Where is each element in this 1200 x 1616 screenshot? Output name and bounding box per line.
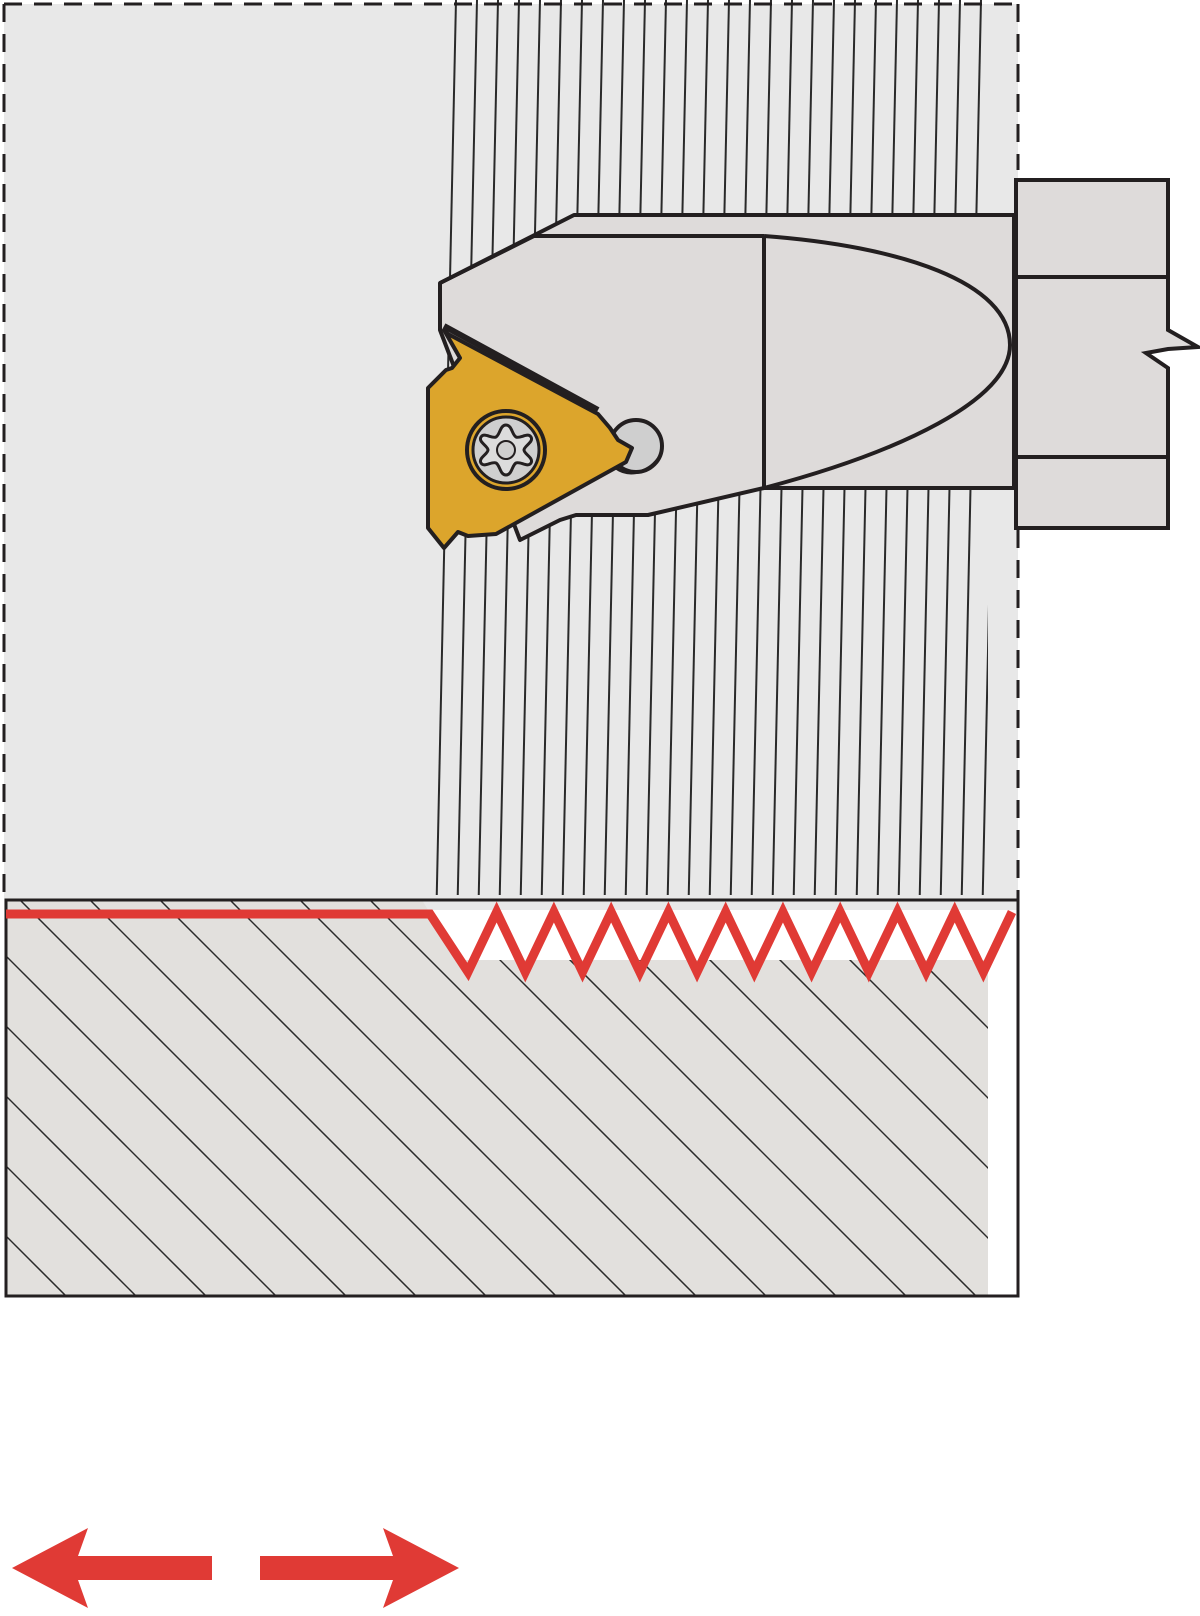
wall-hatch-line [19,900,441,1296]
wall-hatch-line [299,900,721,1296]
wall-hatch-line [439,900,861,1296]
wall-hatch-line [89,900,511,1296]
torx-screw-icon [465,409,547,491]
wall-hatch-line [1070,900,1200,1320]
arrow-left [12,1528,212,1608]
wall-hatch-line [649,900,988,1296]
double-arrow-icon [12,1528,459,1608]
wall-hatch-line [369,900,791,1296]
thread-profile-line [6,901,1017,983]
wall-hatch-line [1140,900,1200,1320]
wall-hatch-line [719,900,988,1296]
wall-hatch-line [6,900,231,1296]
wall-hatch-line [159,900,581,1296]
wall-hatch-line [6,900,371,1296]
wall-hatch-line [229,900,651,1296]
tool-clamp [1014,178,1200,530]
wall-hatch-line [1000,900,1200,1320]
wall-hatch-line [6,900,301,1296]
wall-hatch-line [579,900,988,1296]
workpiece-wall [4,898,1200,1320]
wall-hatch-line [789,900,988,1296]
workpiece-outline-dashed [2,2,1020,1296]
hatch-line [981,0,988,895]
wall-hatch-line [6,900,91,1296]
wall-hatch-line [6,900,161,1296]
arrow-right [260,1528,459,1608]
